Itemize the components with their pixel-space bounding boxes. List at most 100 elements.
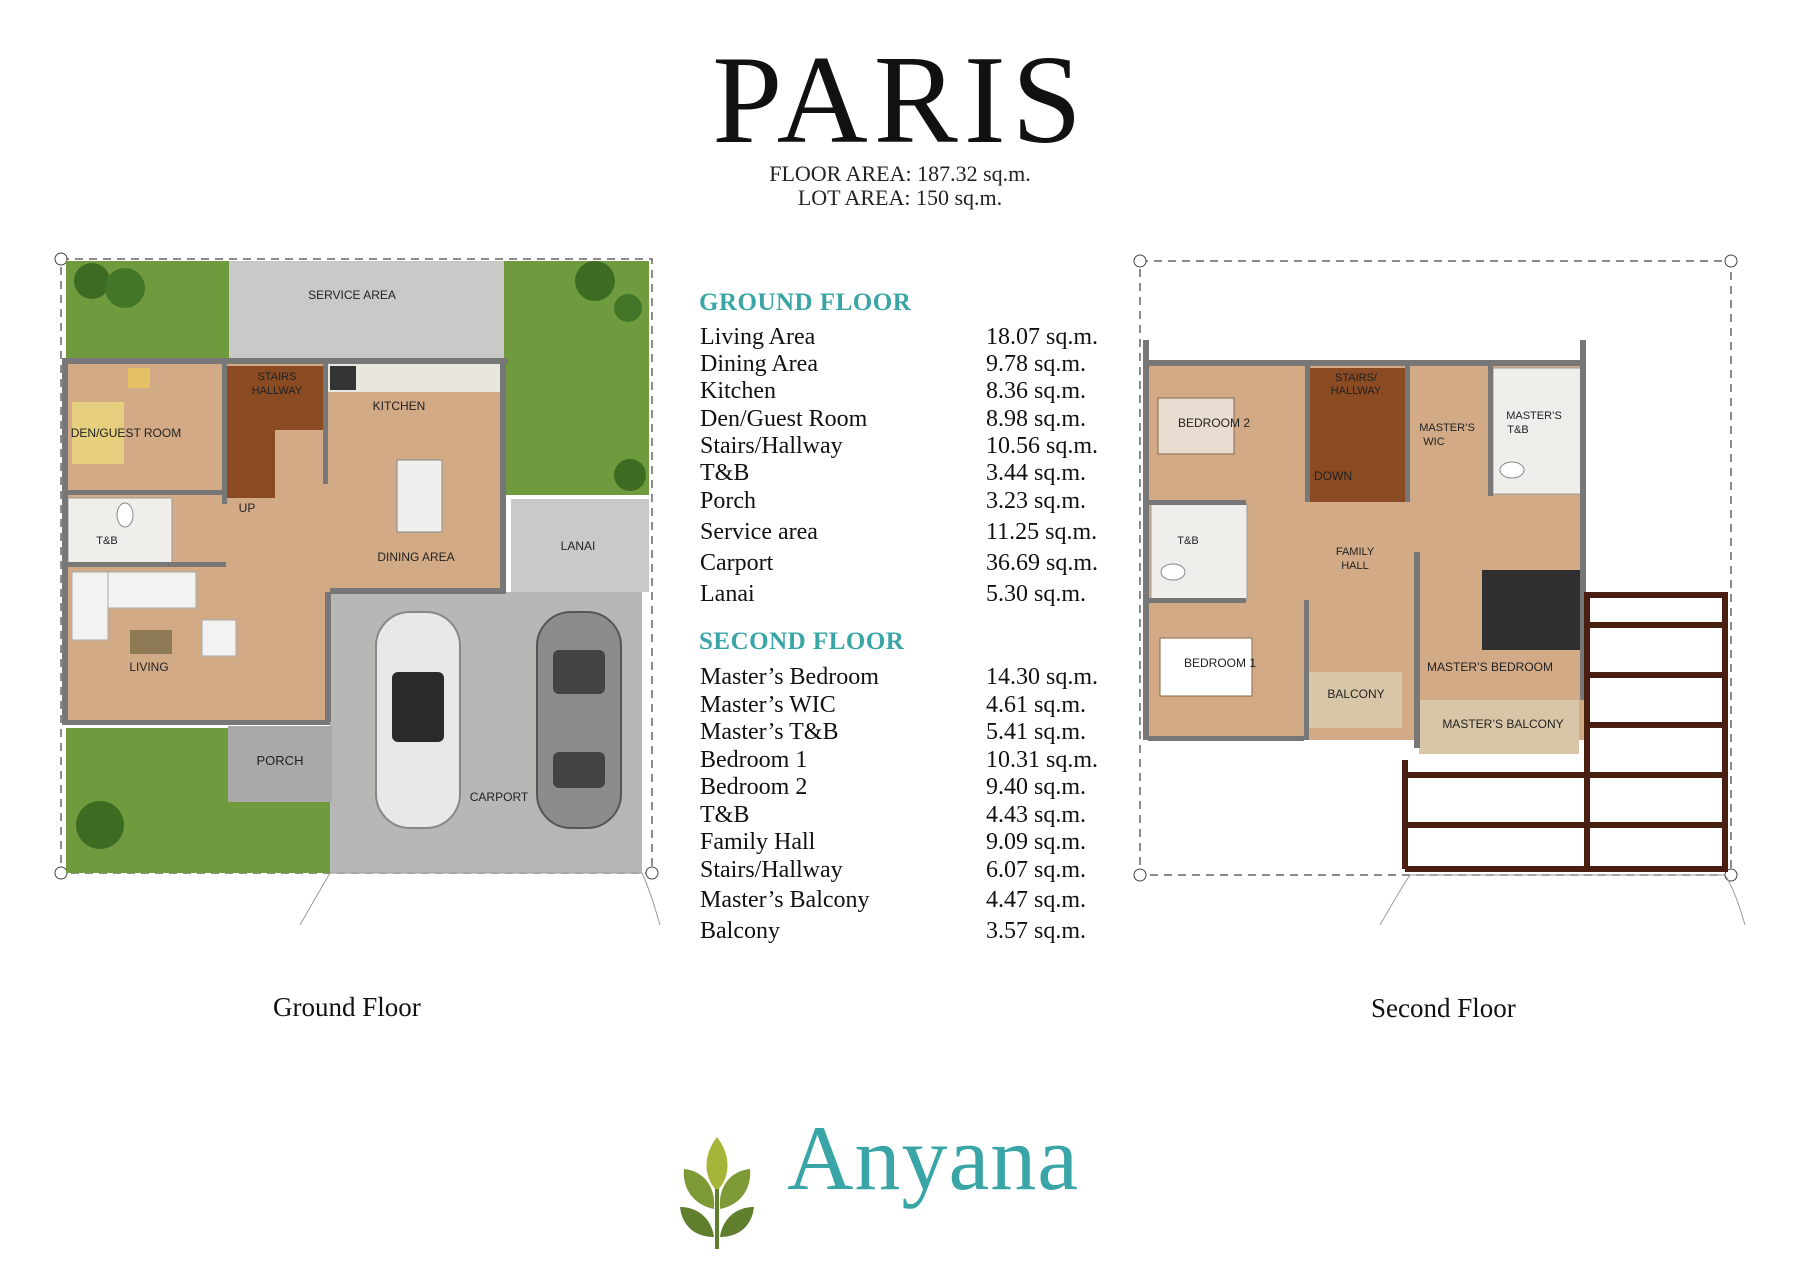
ground-floor-heading: GROUND FLOOR	[699, 289, 912, 316]
tree-icon	[614, 294, 642, 322]
room-label: FAMILY	[1336, 546, 1375, 558]
ground-floor-plan: SERVICE AREA STAIRS HALLWAY KITCHEN DEN/…	[54, 252, 661, 926]
stair-landing	[275, 430, 323, 498]
lanai-area	[511, 499, 649, 592]
brand-name: Anyana	[787, 1107, 1080, 1209]
room-label: MASTER’S	[1419, 422, 1475, 434]
table-row: Den/Guest Room 8.98 sq.m.	[700, 406, 1120, 433]
room-area: 18.07 sq.m.	[986, 324, 1099, 350]
lot-area-text: LOT AREA: 150 sq.m.	[797, 185, 1003, 210]
room-label: HALLWAY	[252, 385, 303, 397]
page-title: PARIS	[712, 31, 1088, 170]
room-area: 6.07 sq.m.	[986, 857, 1087, 883]
armchair-icon	[201, 619, 237, 657]
table-row: Service area 11.25 sq.m.	[700, 519, 1120, 546]
floor-area-text: FLOOR AREA: 187.32 sq.m.	[769, 161, 1031, 186]
room-label: MASTER’S BALCONY	[1442, 717, 1563, 731]
stove-icon	[330, 366, 356, 390]
bed-icon	[1157, 397, 1235, 455]
room-label: BEDROOM 1	[1184, 656, 1256, 670]
room-area: 8.36 sq.m.	[986, 378, 1087, 404]
table-row: Stairs/Hallway 6.07 sq.m.	[700, 857, 1120, 884]
room-label: LANAI	[561, 539, 596, 553]
room-area: 3.44 sq.m.	[986, 460, 1087, 486]
room-name: Living Area	[700, 324, 816, 350]
room-label: HALLWAY	[1331, 385, 1382, 397]
room-area: 11.25 sq.m.	[986, 519, 1098, 545]
room-area: 14.30 sq.m.	[986, 664, 1099, 690]
room-name: Family Hall	[700, 829, 816, 855]
table-row: T&B 3.44 sq.m.	[700, 460, 1120, 487]
porch	[228, 726, 332, 802]
bed-icon	[72, 402, 124, 464]
dining-table	[396, 459, 443, 533]
room-name: Dining Area	[700, 351, 818, 377]
car-icon	[536, 611, 622, 829]
tree-icon	[614, 459, 646, 491]
pergola	[1402, 592, 1728, 872]
toilet-icon	[1499, 461, 1525, 479]
room-name: Master’s WIC	[700, 692, 836, 718]
room-label: DOWN	[1314, 469, 1352, 483]
room-name: Stairs/Hallway	[700, 433, 843, 459]
room-label: BEDROOM 2	[1178, 416, 1250, 430]
coffee-table	[130, 630, 172, 654]
room-label: LIVING	[129, 660, 168, 674]
tb-room	[1150, 503, 1248, 601]
toilet-icon	[116, 502, 134, 528]
room-area: 3.23 sq.m.	[986, 488, 1087, 514]
table-row: Living Area 18.07 sq.m.	[700, 324, 1120, 351]
tree-icon	[76, 801, 124, 849]
room-name: Master’s Balcony	[700, 887, 870, 913]
room-label: T&B	[1177, 535, 1198, 547]
survey-marker	[54, 866, 68, 880]
room-name: Master’s T&B	[700, 719, 839, 745]
survey-marker	[1724, 254, 1738, 268]
room-name: Den/Guest Room	[700, 406, 868, 432]
survey-marker	[1133, 868, 1147, 882]
balcony	[1308, 672, 1402, 728]
room-area: 10.56 sq.m.	[986, 433, 1099, 459]
kitchen-counter	[328, 364, 500, 392]
second-floor-plan: STAIRS/ HALLWAY BEDROOM 2 MASTER’S WIC M…	[1133, 254, 1746, 926]
entrance-steps	[299, 872, 661, 926]
room-name: Stairs/Hallway	[700, 857, 843, 883]
room-label: STAIRS	[258, 371, 297, 383]
walls	[1143, 340, 1586, 748]
room-area: 5.41 sq.m.	[986, 719, 1087, 745]
room-name: Bedroom 2	[700, 774, 808, 800]
room-name: Service area	[700, 519, 818, 545]
room-label: DEN/GUEST ROOM	[71, 426, 181, 440]
room-name: Porch	[700, 488, 756, 514]
second-floor-caption: Second Floor	[1371, 993, 1516, 1023]
room-area: 3.57 sq.m.	[986, 918, 1087, 944]
ground-floor-caption: Ground Floor	[273, 992, 421, 1022]
survey-marker	[54, 252, 68, 266]
walls	[62, 358, 508, 725]
nightstand	[128, 368, 150, 388]
bed-icon	[1159, 637, 1253, 697]
master-bed-icon	[1482, 570, 1580, 650]
roof-edge	[1379, 874, 1746, 926]
room-area: 8.98 sq.m.	[986, 406, 1087, 432]
room-name: T&B	[700, 460, 750, 486]
room-label: DINING AREA	[377, 550, 454, 564]
room-label: T&B	[1507, 424, 1528, 436]
room-label: T&B	[96, 535, 117, 547]
table-row: Stairs/Hallway 10.56 sq.m.	[700, 433, 1120, 460]
survey-marker	[1133, 254, 1147, 268]
room-area: 4.47 sq.m.	[986, 887, 1087, 913]
stairs	[1310, 368, 1408, 502]
room-area: 10.31 sq.m.	[986, 747, 1099, 773]
room-label: CARPORT	[470, 790, 529, 804]
room-name: Lanai	[700, 581, 755, 607]
room-label: STAIRS/	[1335, 372, 1378, 384]
